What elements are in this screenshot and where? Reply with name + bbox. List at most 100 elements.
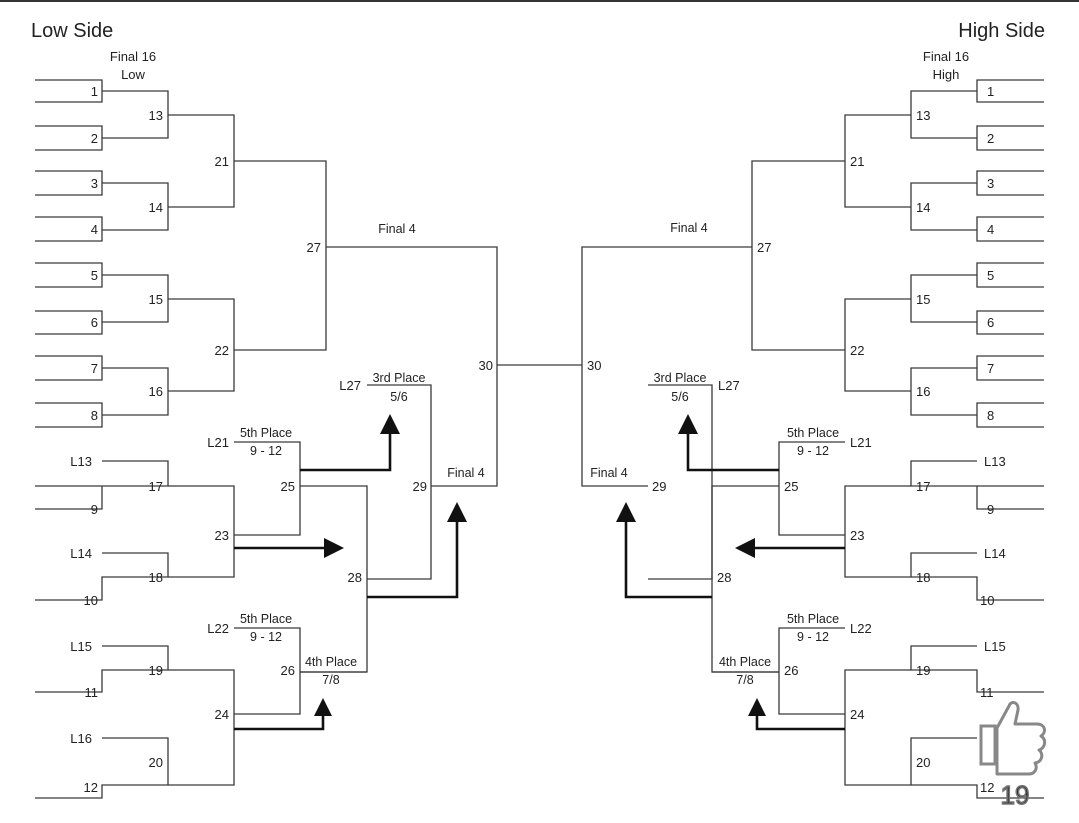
game-label: 13	[149, 108, 163, 123]
high-seed: 10	[980, 593, 994, 608]
low-seed: 2	[91, 131, 98, 146]
loser-label: L13	[984, 454, 1006, 469]
low-place-labels: 5th Place 9 - 12 5th Place 9 - 12 3rd Pl…	[240, 222, 485, 687]
low-side-arrows	[234, 414, 467, 731]
game-label: 21	[850, 154, 864, 169]
game-label: 18	[916, 570, 930, 585]
high-side-title: High Side	[958, 20, 1045, 42]
game-label: 14	[916, 200, 930, 215]
third-place-range: 5/6	[671, 390, 688, 404]
high-seed: 9	[987, 502, 994, 517]
loser-label: L16	[70, 731, 92, 746]
high-seed: 2	[987, 131, 994, 146]
low-seed: 9	[91, 502, 98, 517]
low-side-title: Low Side	[31, 20, 113, 42]
top-border	[0, 0, 1079, 2]
game-label: 21	[215, 154, 229, 169]
game-label: 19	[149, 663, 163, 678]
game-label: 27	[757, 240, 771, 255]
third-place-label: 3rd Place	[373, 371, 426, 385]
low-loser-labels: L13 L14 L15 L16 L21 L22 L27	[70, 378, 361, 746]
final-four-label: Final 4	[378, 222, 416, 236]
high-seed: 5	[987, 268, 994, 283]
game-label: 13	[916, 108, 930, 123]
high-seed: 7	[987, 361, 994, 376]
game-label: 24	[850, 707, 864, 722]
final-four-label: Final 4	[447, 466, 485, 480]
fifth-place-range: 9 - 12	[797, 630, 829, 644]
third-place-range: 5/6	[390, 390, 407, 404]
fifth-place-label: 5th Place	[787, 426, 839, 440]
low-seed: 1	[91, 84, 98, 99]
game-label: 30	[479, 358, 493, 373]
low-seed: 3	[91, 176, 98, 191]
game-label: 15	[149, 292, 163, 307]
game-label: 29	[652, 479, 666, 494]
low-header-line1: Final 16	[110, 49, 156, 64]
fourth-place-label: 4th Place	[305, 655, 357, 669]
final-four-label: Final 4	[590, 466, 628, 480]
game-label: 17	[916, 479, 930, 494]
high-side-arrows	[616, 414, 845, 731]
low-seed: 6	[91, 315, 98, 330]
game-label: 28	[348, 570, 362, 585]
loser-label: L22	[207, 621, 229, 636]
fifth-place-label: 5th Place	[240, 612, 292, 626]
thumbs-up-icon: 19	[979, 701, 1047, 806]
high-seed: 3	[987, 176, 994, 191]
fifth-place-range: 9 - 12	[250, 630, 282, 644]
game-label: 17	[149, 479, 163, 494]
game-label: 23	[215, 528, 229, 543]
fifth-place-label: 5th Place	[787, 612, 839, 626]
game-label: 25	[281, 479, 295, 494]
low-seed-labels: 1 2 3 4 5 6 7 8 9 10 11 12	[84, 84, 98, 795]
third-place-label: 3rd Place	[654, 371, 707, 385]
game-label: 20	[149, 755, 163, 770]
high-header-line1: Final 16	[923, 49, 969, 64]
game-label: 26	[281, 663, 295, 678]
game-label: 25	[784, 479, 798, 494]
game-label: 16	[916, 384, 930, 399]
like-count: 19	[1001, 780, 1030, 806]
game-label: 27	[307, 240, 321, 255]
final-four-label: Final 4	[670, 221, 708, 235]
high-seed: 4	[987, 222, 994, 237]
loser-label: L14	[984, 546, 1006, 561]
fourth-place-label: 4th Place	[719, 655, 771, 669]
loser-label: L27	[339, 378, 361, 393]
low-header-line2: Low	[121, 67, 145, 82]
game-label: 19	[916, 663, 930, 678]
loser-label: L21	[207, 435, 229, 450]
game-label: 22	[850, 343, 864, 358]
game-label: 20	[916, 755, 930, 770]
game-label: 16	[149, 384, 163, 399]
loser-label: L27	[718, 378, 740, 393]
game-label: 14	[149, 200, 163, 215]
like-overlay[interactable]: 19	[975, 696, 1049, 806]
high-seed: 12	[980, 780, 994, 795]
high-seed-labels: 1 2 3 4 5 6 7 8 9 10 11 12	[980, 84, 994, 795]
low-seed: 7	[91, 361, 98, 376]
low-side-lines	[35, 79, 582, 799]
loser-label: L13	[70, 454, 92, 469]
loser-label: L21	[850, 435, 872, 450]
high-side-lines	[581, 79, 1044, 799]
high-place-labels: 5th Place 9 - 12 5th Place 9 - 12 3rd Pl…	[590, 221, 839, 687]
low-seed: 11	[85, 685, 99, 700]
loser-label: L14	[70, 546, 92, 561]
fifth-place-label: 5th Place	[240, 426, 292, 440]
high-seed: 8	[987, 408, 994, 423]
game-label: 22	[215, 343, 229, 358]
high-game-labels: 13 14 15 16 21 22 27 30 17 18 19 20 23 2…	[587, 108, 930, 770]
low-seed: 8	[91, 408, 98, 423]
low-game-labels: 13 14 15 16 21 22 27 30 17 18 19 20 23 2…	[149, 108, 493, 770]
low-seed: 10	[84, 593, 98, 608]
loser-label: L15	[70, 639, 92, 654]
game-label: 15	[916, 292, 930, 307]
game-label: 26	[784, 663, 798, 678]
fifth-place-range: 9 - 12	[250, 444, 282, 458]
high-seed: 6	[987, 315, 994, 330]
game-label: 24	[215, 707, 229, 722]
game-label: 18	[149, 570, 163, 585]
